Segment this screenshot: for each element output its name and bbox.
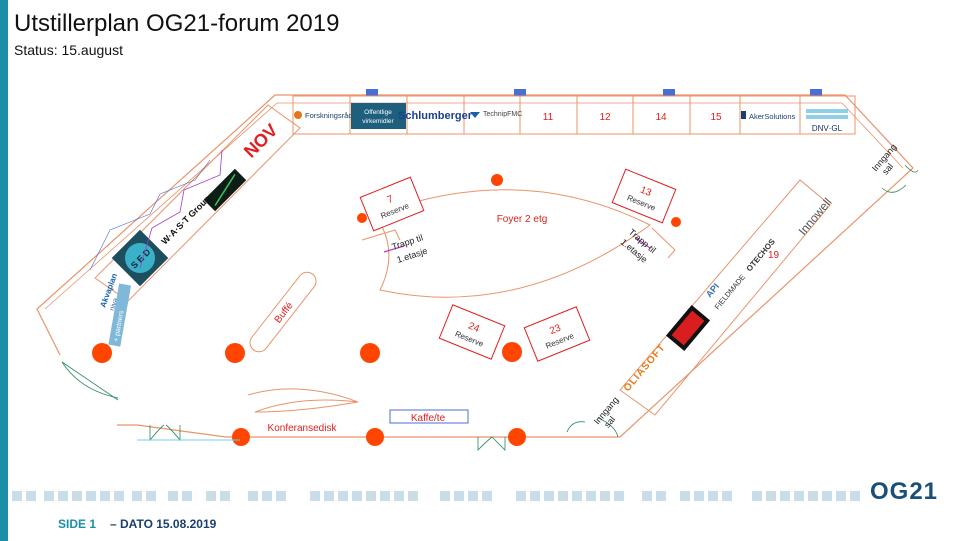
stairs-right: Trapp til 1.etasje	[619, 227, 676, 265]
forskningsradet-text: Forskningsrådet	[305, 111, 360, 120]
left-stand-row	[94, 104, 301, 302]
forskningsradet-logo: Forskningsrådet	[294, 111, 360, 120]
status-text: Status: 15.august	[14, 42, 123, 58]
og21-logo: OG21	[870, 478, 939, 505]
wast-logo: W·A·S·T Group	[159, 193, 212, 246]
top-stand-row	[292, 95, 856, 135]
page-title: Utstillerplan OG21-forum 2019	[14, 10, 340, 37]
fieldmade-logo: FIELDMADE	[713, 273, 747, 312]
stand-23-number: 23	[548, 322, 563, 337]
stand-13: 13 Reserve	[611, 168, 677, 224]
stand-23: 23 Reserve	[523, 306, 591, 362]
right-stand-row	[619, 179, 831, 416]
stand-7-number: 7	[386, 194, 396, 206]
akvaplan-text-2: niva	[109, 297, 120, 312]
virkemidler-logo: Offentlige virkemidler	[351, 103, 406, 129]
outer-wall	[36, 94, 914, 438]
schlumberger-logo: Schlumberger	[398, 110, 473, 122]
entrance-right: Inngang sal	[870, 142, 899, 177]
stand-14-label: 14	[655, 112, 667, 123]
innowell-logo: Innowell	[796, 195, 835, 238]
purple-guide-line	[139, 149, 223, 269]
coffee-label: Kaffe/te	[411, 413, 446, 424]
window-markers	[366, 89, 822, 96]
stand-24: 24 Reserve	[438, 304, 506, 360]
foyer-label: Foyer 2 etg	[497, 214, 548, 225]
dark-exhibitor-logo	[203, 168, 247, 212]
coffee-table	[389, 409, 469, 424]
stand-24-number: 24	[466, 321, 481, 336]
stand-11-label: 11	[543, 112, 554, 123]
footer-date: – DATO 15.08.2019	[110, 517, 217, 531]
technip-text: TechnipFMC	[483, 111, 522, 118]
aker-text: AkerSolutions	[749, 112, 796, 121]
virkemidler-text-2: virkemidler	[362, 118, 394, 125]
virkemidler-text-1: Offentlige	[364, 109, 392, 116]
oliasoft-logo: OLIASOFT	[622, 342, 668, 394]
blue-guide-line	[89, 159, 211, 271]
stand-12-label: 12	[599, 112, 611, 123]
footer-dot-pattern	[12, 491, 860, 501]
technip-logo: TechnipFMC	[470, 111, 522, 118]
stand-19-label: 19	[768, 250, 780, 261]
accent-side-bar	[0, 0, 8, 541]
red-stand-logo	[665, 304, 711, 352]
conference-desk	[247, 388, 359, 413]
outer-wall-inner	[44, 102, 904, 310]
footer-page-number: SIDE 1	[58, 517, 97, 531]
foyer-outline	[374, 189, 651, 298]
dnvgl-logo: DNV·GL	[806, 109, 848, 133]
api-logo: API	[704, 281, 721, 299]
conference-label: Konferansedisk	[268, 423, 338, 434]
round-tables	[92, 174, 681, 446]
doors	[61, 164, 919, 451]
stairs-left: Trapp til 1.etasje	[361, 229, 429, 265]
stand-15-label: 15	[710, 112, 722, 123]
stand-7: 7 Reserve	[359, 176, 425, 232]
entrance-bottom: Inngang sal	[592, 395, 621, 430]
aker-logo: AkerSolutions	[741, 111, 796, 121]
buffet-table: Buffé	[249, 271, 317, 353]
stand-13-number: 13	[638, 185, 653, 200]
dnvgl-text: DNV·GL	[812, 124, 843, 133]
